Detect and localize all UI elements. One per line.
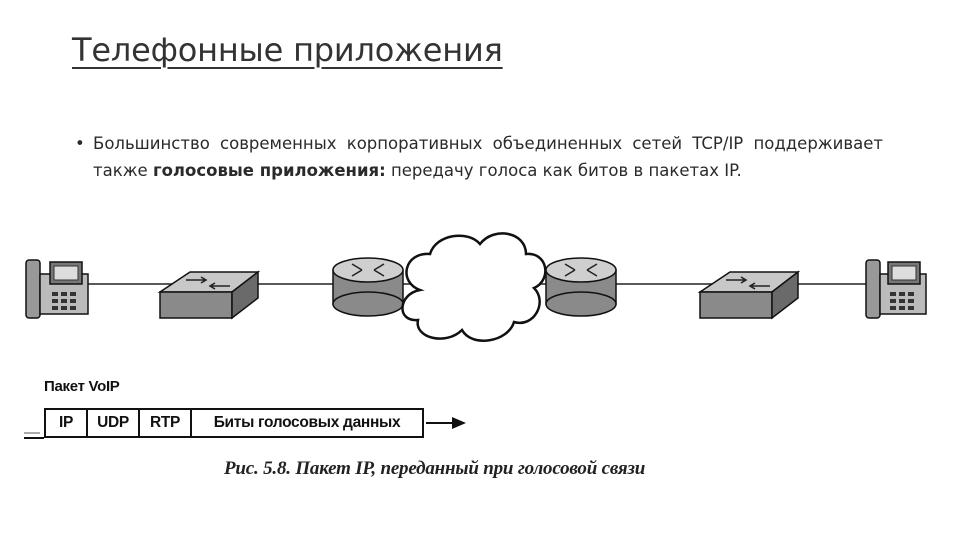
ip-phone-icon: [865, 259, 927, 319]
voip-network-figure: Пакет VoIP IP UDP RTP Биты голосовых дан…: [0, 230, 960, 510]
switch-icon: [157, 270, 261, 320]
network-diagram: [24, 232, 927, 439]
figure-caption: Рис. 5.8. Пакет IP, переданный при голос…: [224, 458, 646, 479]
ip-phone-icon: [25, 259, 89, 319]
packet-field-voice-data: Биты голосовых данных: [213, 414, 401, 431]
bullet-item: • Большинство современных корпоративных …: [75, 130, 883, 184]
packet-direction-arrow: [24, 417, 466, 439]
bullet-text-bold: голосовые приложения:: [152, 161, 386, 180]
cloud-icon: [401, 232, 547, 342]
packet-field-udp: UDP: [88, 410, 140, 436]
router-icon: [545, 257, 617, 317]
bullet-marker: •: [75, 134, 85, 153]
packet-field-rtp: RTP: [140, 410, 192, 436]
voip-packet-label: Пакет VoIP: [44, 378, 120, 395]
slide-title: Телефонные приложения: [72, 31, 503, 69]
bullet-text-part1: Большинство современных корпоративных об…: [93, 134, 883, 180]
switch-icon: [697, 270, 801, 320]
router-icon: [332, 257, 404, 317]
bullet-text-part2: передачу голоса как битов в пакетах IP.: [385, 161, 742, 180]
bullet-text: Большинство современных корпоративных об…: [93, 130, 883, 184]
voip-packet: IP UDP RTP Биты голосовых данных: [44, 408, 424, 438]
packet-field-ip: IP: [46, 410, 88, 436]
